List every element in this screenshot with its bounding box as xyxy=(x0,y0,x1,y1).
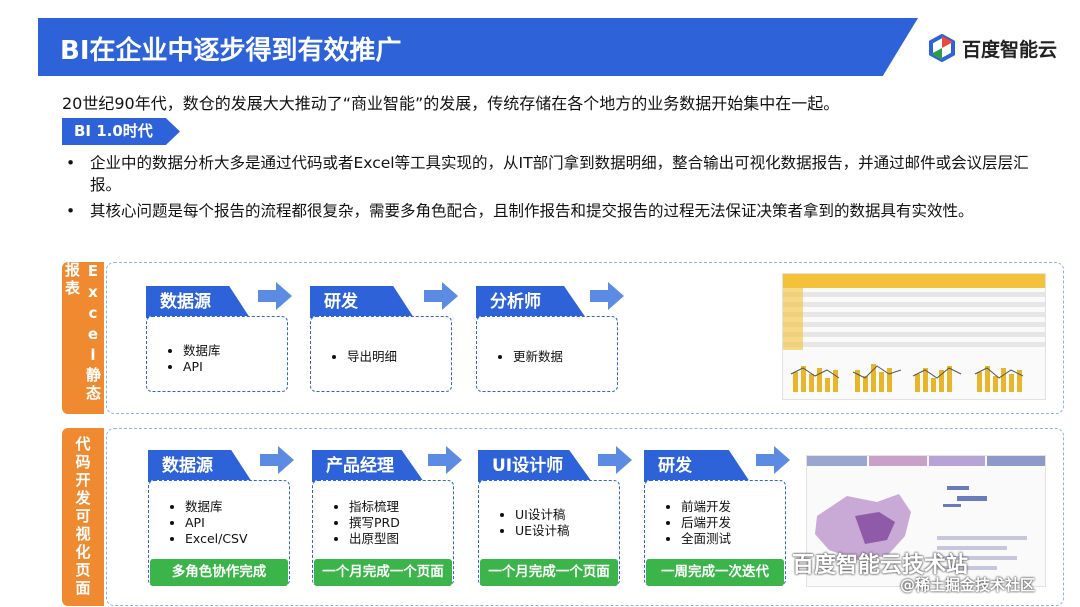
cloud-logo-icon xyxy=(929,34,955,62)
list-item: 数据库 xyxy=(183,343,287,359)
list-item: 后端开发 xyxy=(681,515,785,531)
list-item: API xyxy=(185,515,289,531)
s1-step-box: 导出明细 xyxy=(310,316,452,392)
list-item: 数据库 xyxy=(185,499,289,515)
section1-label: Excel静态报表 xyxy=(62,262,104,414)
list-item: API xyxy=(183,359,287,375)
list-item: UE设计稿 xyxy=(515,523,619,539)
list-item: 出原型图 xyxy=(349,531,453,547)
list-item: 前端开发 xyxy=(681,499,785,515)
s1-step-box: 数据库API xyxy=(146,316,288,392)
arrow-right-icon xyxy=(590,282,624,310)
bullet-dot: • xyxy=(66,202,76,220)
title-bar xyxy=(38,18,918,76)
arrow-right-icon xyxy=(756,446,790,474)
intro-text: 20世纪90年代，数仓的发展大大推动了“商业智能”的发展，传统存储在各个地方的业… xyxy=(62,94,840,113)
list-item: 全面测试 xyxy=(681,531,785,547)
watermark-sub: @稀土掘金技术社区 xyxy=(900,576,1036,594)
list-item: 导出明细 xyxy=(347,349,451,365)
s2-step-footer: 一周完成一次迭代 xyxy=(646,559,784,586)
list-item: 撰写PRD xyxy=(349,515,453,531)
arrow-right-icon xyxy=(260,446,294,474)
bullet-item: • 其核心问题是每个报告的流程都很复杂，需要多角色配合，且制作报告和提交报告的过… xyxy=(66,200,1046,222)
s2-step-title: 产品经理 xyxy=(312,450,424,482)
section2-label: 代码开发可视化页面 xyxy=(62,428,104,606)
s2-step-footer: 一个月完成一个页面 xyxy=(480,559,618,586)
arrow-right-icon xyxy=(258,282,292,310)
bullet-list: • 企业中的数据分析大多是通过代码或者Excel等工具实现的，从IT部门拿到数据… xyxy=(66,152,1046,226)
s2-step-footer: 一个月完成一个页面 xyxy=(314,559,452,586)
list-item: 更新数据 xyxy=(513,349,617,365)
list-item: 指标梳理 xyxy=(349,499,453,515)
arrow-right-icon xyxy=(598,446,632,474)
list-item: Excel/CSV xyxy=(185,531,289,547)
excel-report-thumbnail xyxy=(782,273,1046,400)
bullet-text: 企业中的数据分析大多是通过代码或者Excel等工具实现的，从IT部门拿到数据明细… xyxy=(90,154,1029,194)
brand-logo: 百度智能云 xyxy=(928,24,1076,72)
arrow-right-icon xyxy=(428,446,462,474)
arrow-right-icon xyxy=(424,282,458,310)
bullet-item: • 企业中的数据分析大多是通过代码或者Excel等工具实现的，从IT部门拿到数据… xyxy=(66,152,1046,196)
s2-step-title: UI设计师 xyxy=(478,450,592,482)
watermark-main: 百度智能云技术站 xyxy=(792,553,969,578)
s1-step-title: 研发 xyxy=(310,286,414,318)
list-item: UI设计稿 xyxy=(515,507,619,523)
bullet-text: 其核心问题是每个报告的流程都很复杂，需要多角色配合，且制作报告和提交报告的过程无… xyxy=(90,202,974,220)
bullet-dot: • xyxy=(66,154,76,172)
s2-step-footer: 多角色协作完成 xyxy=(150,559,288,586)
header: BI在企业中逐步得到有效推广 百度智能云 xyxy=(0,18,1080,76)
s2-step-title: 研发 xyxy=(644,450,750,482)
dashboard-thumbnail xyxy=(806,455,1046,587)
page-title: BI在企业中逐步得到有效推广 xyxy=(60,36,402,66)
s1-step-box: 更新数据 xyxy=(476,316,618,392)
logo-text: 百度智能云 xyxy=(962,38,1058,61)
era-tag: BI 1.0时代 xyxy=(62,118,180,145)
